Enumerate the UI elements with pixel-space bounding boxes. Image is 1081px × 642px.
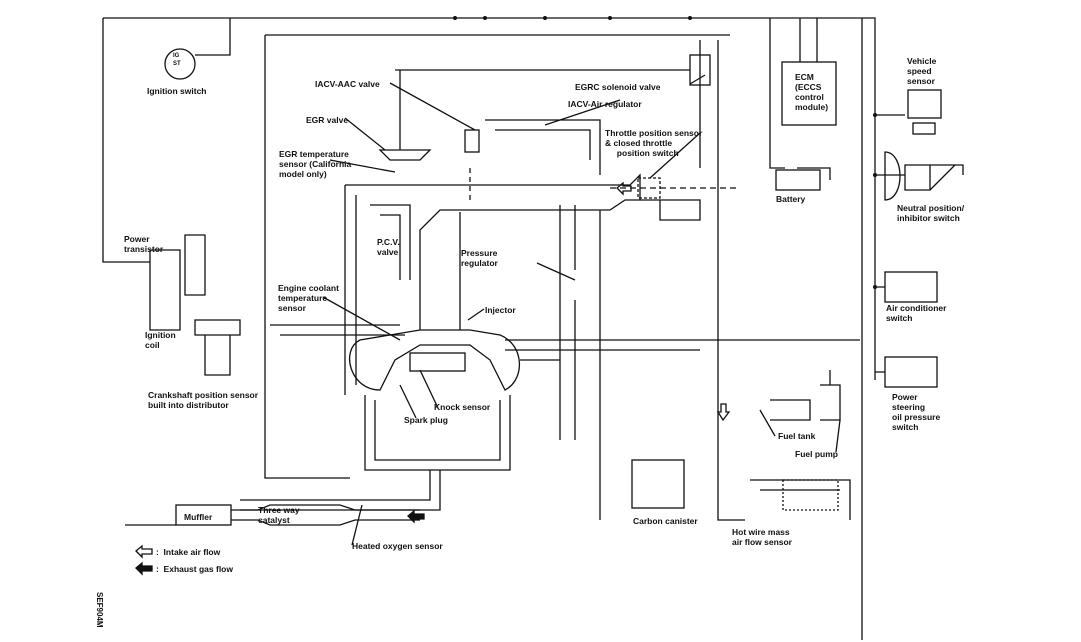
battery-symbol — [775, 169, 821, 191]
iacv-aac-symbol — [464, 129, 480, 153]
ignition-switch-symbol — [164, 48, 196, 80]
label-knock-sensor: Knock sensor — [434, 402, 491, 412]
label-spark-plug: Spark plug — [404, 415, 448, 425]
legend-intake-air-flow: : Intake air flow — [156, 547, 221, 557]
figure-code: SEF904M — [95, 592, 104, 628]
label-ignition-coil: Ignition coil — [145, 330, 176, 350]
label-neutral-position-switch: Neutral position/ inhibitor switch — [897, 203, 965, 223]
label-vehicle-speed-sensor: Vehicle speed sensor — [907, 56, 937, 86]
engine-block — [409, 352, 466, 372]
egr-valve-symbol — [378, 149, 432, 161]
harness-top-wire — [103, 17, 876, 380]
harness-left-wire — [102, 18, 150, 263]
engine-head — [349, 329, 521, 391]
egrc-solenoid-symbol — [689, 54, 711, 86]
label-egrc-solenoid-valve: EGRC solenoid valve — [575, 82, 661, 92]
label-engine-coolant-sensor: Engine coolant temperature sensor — [278, 283, 339, 313]
label-injector: Injector — [485, 305, 516, 315]
label-crankshaft-position-sensor: Crankshaft position sensor built into di… — [148, 390, 259, 410]
label-three-way-catalyst: Three way catalyst — [258, 505, 300, 525]
harness-wire-3 — [264, 35, 350, 479]
muffler-box — [175, 504, 232, 526]
label-heated-oxygen-sensor: Heated oxygen sensor — [352, 541, 443, 551]
label-egr-temperature-sensor: EGR temperature sensor (California model… — [279, 149, 352, 179]
label-ecm: ECM (ECCS control module) — [795, 72, 829, 112]
label-fuel-pump: Fuel pump — [795, 449, 838, 459]
exhaust-gas-arrow-icon — [135, 561, 153, 576]
label-pressure-regulator: Pressure regulator — [461, 248, 498, 268]
label-fuel-tank: Fuel tank — [778, 431, 816, 441]
power-steering-switch-box — [884, 356, 938, 388]
label-iacv-air-regulator: IACV-Air regulator — [568, 99, 642, 109]
label-carbon-canister: Carbon canister — [633, 516, 698, 526]
label-muffler: Muffler — [184, 512, 213, 522]
label-power-steering-switch: Power steering oil pressure switch — [892, 392, 941, 432]
label-iacv-aac-valve: IACV-AAC valve — [315, 79, 380, 89]
label-ignition-switch: Ignition switch — [147, 86, 207, 96]
label-power-transistor: Power transistor — [124, 234, 164, 254]
label-air-conditioner-switch: Air conditioner switch — [886, 303, 947, 323]
label-throttle-position-sensor: Throttle position sensor & closed thrott… — [605, 128, 703, 158]
ecm-box — [781, 61, 837, 126]
label-pcv-valve: P.C.V. valve — [377, 237, 400, 257]
label-battery: Battery — [776, 194, 806, 204]
ignition-switch-terminals: IG ST — [173, 53, 181, 67]
intake-air-arrow-icon — [135, 544, 153, 559]
throttle-sensor-symbol — [637, 177, 661, 199]
label-hot-wire-maf-sensor: Hot wire mass air flow sensor — [732, 527, 792, 547]
legend-exhaust-gas-flow: : Exhaust gas flow — [156, 564, 233, 574]
ac-switch-box — [884, 271, 938, 303]
carbon-canister-box — [631, 459, 685, 509]
vehicle-speed-sensor-symbol — [907, 89, 942, 119]
label-egr-valve: EGR valve — [306, 115, 349, 125]
